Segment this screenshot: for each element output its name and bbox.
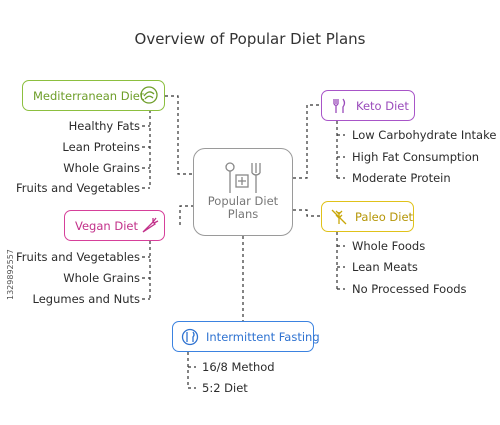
paleo-item: No Processed Foods xyxy=(352,282,467,296)
center-node: Popular Diet Plans xyxy=(193,148,293,236)
center-label-line1: Popular Diet xyxy=(207,194,279,208)
mediterranean-item: Whole Grains xyxy=(63,161,140,175)
keto-diet-label: Keto Diet xyxy=(356,98,409,113)
mediterranean-diet-label: Mediterranean Diet xyxy=(33,88,145,103)
keto-diet-node[interactable]: Keto Diet xyxy=(321,90,415,121)
keto-item: Low Carbohydrate Intake xyxy=(352,128,497,142)
paleo-diet-node[interactable]: Paleo Diet xyxy=(321,201,414,232)
paleo-diet-label: Paleo Diet xyxy=(355,209,414,224)
carrot-icon xyxy=(141,216,159,234)
diagram-title: Overview of Popular Diet Plans xyxy=(134,30,366,48)
keto-item: Moderate Protein xyxy=(352,171,451,185)
mediterranean-diet-node[interactable]: Mediterranean Diet xyxy=(22,80,165,111)
paleo-item: Lean Meats xyxy=(352,260,418,274)
center-label-line2: Plans xyxy=(227,207,259,221)
vegan-item: Fruits and Vegetables xyxy=(16,250,140,264)
stock-id-watermark: 1329892557 xyxy=(6,249,15,300)
intermittent-fasting-label: Intermittent Fasting xyxy=(206,329,320,344)
fasting-item: 16/8 Method xyxy=(202,360,275,374)
utensils-cross-icon xyxy=(225,162,261,193)
fork-knife-icon xyxy=(330,97,348,115)
fasting-item: 5:2 Diet xyxy=(202,381,248,395)
paleo-item: Whole Foods xyxy=(352,239,426,253)
salad-bowl-icon xyxy=(139,85,159,105)
keto-item: High Fat Consumption xyxy=(352,150,480,164)
no-wheat-icon xyxy=(330,208,348,226)
mediterranean-item: Fruits and Vegetables xyxy=(16,181,140,195)
mediterranean-item: Healthy Fats xyxy=(68,119,140,133)
vegan-diet-node[interactable]: Vegan Diet xyxy=(64,210,165,241)
plate-utensils-icon xyxy=(181,328,199,346)
vegan-diet-label: Vegan Diet xyxy=(75,218,138,233)
intermittent-fasting-node[interactable]: Intermittent Fasting xyxy=(172,321,320,352)
mediterranean-item: Lean Proteins xyxy=(62,140,140,154)
vegan-item: Legumes and Nuts xyxy=(32,292,140,306)
vegan-item: Whole Grains xyxy=(63,271,140,285)
